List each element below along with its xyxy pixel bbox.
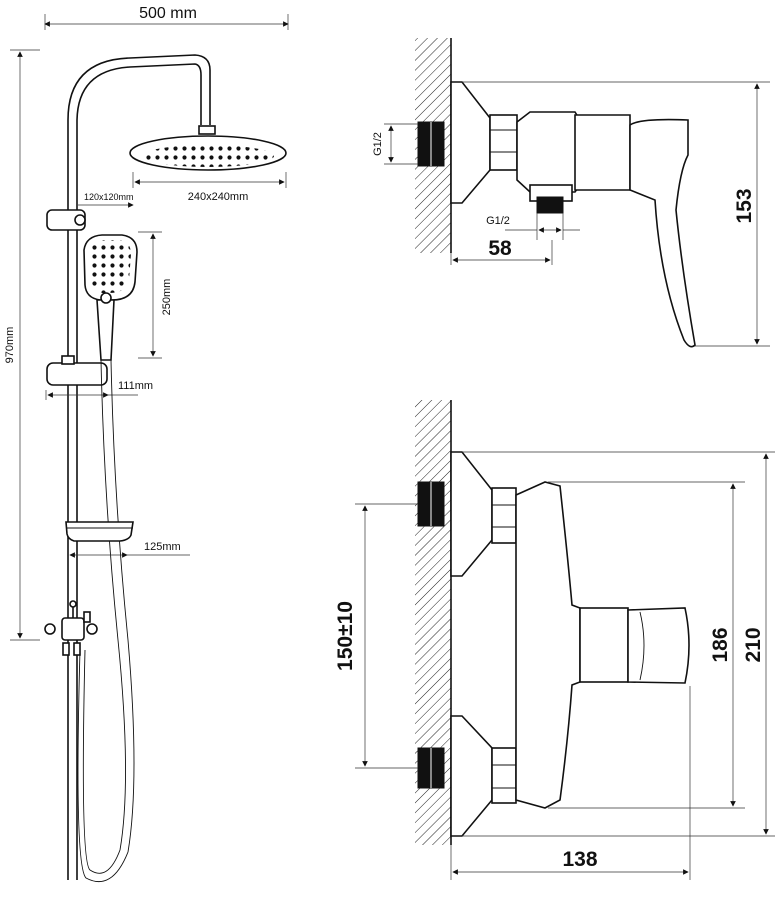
thread-bottom-label: G1/2 (486, 215, 510, 227)
hand-length-label: 250mm (161, 279, 173, 316)
mixer-front-view: 150±10 186 210 138 (334, 400, 775, 880)
centers-label: 150±10 (334, 601, 357, 671)
shower-column-view: 500 mm 970mm 240x240mm 120x120mm (4, 5, 289, 883)
hand-shower (83, 234, 138, 361)
width-138-label: 138 (562, 848, 597, 871)
diverter (44, 600, 98, 656)
mixer-side-view: G1/2 G1/2 58 153 (372, 38, 770, 348)
lower-holder (46, 362, 108, 386)
height-186-label: 186 (709, 627, 732, 662)
mixer-lever (629, 118, 696, 348)
head-size-label: 240x240mm (188, 191, 249, 203)
mixer-handle (627, 607, 690, 684)
slider-size-label: 120x120mm (84, 192, 134, 202)
height-210-label: 210 (742, 627, 765, 662)
arm-125-label: 125mm (144, 541, 181, 553)
width-total-label: 500 mm (139, 5, 197, 22)
mixer-body (515, 481, 581, 809)
depth-58-label: 58 (488, 237, 512, 260)
height-153-label: 153 (733, 188, 756, 223)
soap-dish (65, 521, 134, 542)
thread-side-label: G1/2 (372, 132, 384, 156)
arm-111-label: 111mm (118, 380, 153, 392)
hose (82, 359, 126, 874)
height-total-label: 970mm (4, 327, 16, 364)
